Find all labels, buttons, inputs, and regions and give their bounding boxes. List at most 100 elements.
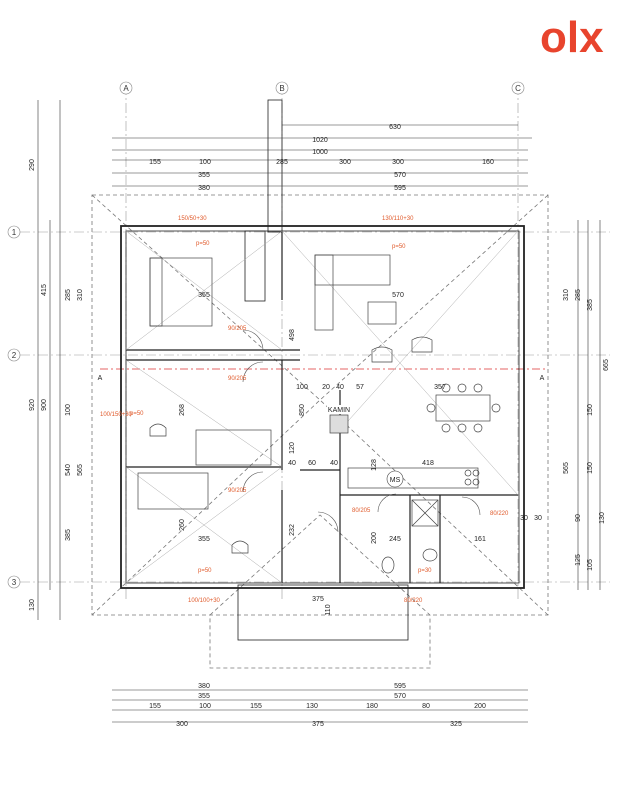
dim-label: 155 — [149, 159, 161, 166]
opening-label: 90/205 — [228, 326, 247, 332]
axis-label-side: 3 — [12, 578, 17, 587]
section-mark-left: A — [98, 375, 103, 382]
dim-label: 268 — [179, 404, 186, 416]
toilet — [381, 556, 395, 574]
dimension-lines — [37, 100, 601, 723]
dim-label: 100 — [296, 384, 308, 391]
dining-table — [435, 394, 491, 422]
dim-label: 130 — [29, 599, 36, 611]
opening-label: 150/50+30 — [178, 216, 207, 222]
opening-label: 80/220 — [404, 598, 423, 604]
dim-label: 125 — [575, 554, 582, 566]
dim-label: 570 — [394, 172, 406, 179]
parapet-label: p=50 — [196, 241, 210, 247]
dim-label: 920 — [29, 399, 36, 411]
dim-label: 30 — [520, 515, 528, 522]
section-marks: A A — [98, 375, 545, 382]
dim-label: 565 — [563, 462, 570, 474]
dim-label: 300 — [339, 159, 351, 166]
utility-label: MS — [390, 477, 401, 484]
dim-label: 630 — [389, 124, 401, 131]
dim-label: 357 — [434, 384, 446, 391]
dim-label: 150 — [587, 404, 594, 416]
opening-label: 90/205 — [228, 488, 247, 494]
dim-label: 105 — [587, 559, 594, 571]
dim-label: 300 — [176, 721, 188, 728]
dim-label: 380 — [198, 185, 210, 192]
olx-logo-text: olx — [540, 13, 604, 62]
dim-label: 498 — [289, 329, 296, 341]
dim-label: 232 — [289, 524, 296, 536]
opening-label: 130/110+30 — [382, 216, 414, 222]
dim-label: 155 — [250, 703, 262, 710]
opening-label: 90/205 — [228, 376, 247, 382]
dim-label: 180 — [366, 703, 378, 710]
chair — [231, 540, 249, 554]
room-guides — [125, 230, 519, 584]
armchair — [411, 336, 433, 353]
dim-label: 128 — [371, 459, 378, 471]
room-labels: KAMIN MS p=50 p=50 p=50 p=30 p=50 — [130, 241, 432, 574]
bottom-dimensions: 380 595 355 570 155 100 155 130 180 80 2… — [149, 683, 486, 728]
dim-label: 1000 — [312, 149, 328, 156]
opening-label: 80/205 — [352, 508, 371, 514]
axis-label-top: A — [123, 84, 129, 93]
parapet-label: p=50 — [198, 568, 212, 574]
dim-label: 150 — [587, 462, 594, 474]
exterior-walls — [120, 99, 525, 589]
dim-label: 900 — [41, 399, 48, 411]
opening-label: 80/220 — [490, 511, 509, 517]
interior-walls — [126, 230, 518, 641]
dim-label: 285 — [276, 159, 288, 166]
dim-label: 300 — [392, 159, 404, 166]
dim-label: 60 — [308, 460, 316, 467]
dim-label: 385 — [587, 299, 594, 311]
opening-label: 100/100+30 — [188, 598, 221, 604]
dim-label: 570 — [394, 693, 406, 700]
dim-label: 40 — [330, 460, 338, 467]
shower — [411, 499, 439, 527]
olx-logo: olx — [540, 13, 604, 62]
axis-label-top: C — [515, 84, 521, 93]
dim-label: 200 — [474, 703, 486, 710]
dim-label: 415 — [41, 284, 48, 296]
chair — [149, 423, 167, 437]
dim-label: 385 — [65, 529, 72, 541]
axis-label-top: B — [279, 84, 284, 93]
bathtub — [137, 472, 209, 510]
dim-label: 310 — [77, 289, 84, 301]
dim-label: 850 — [299, 404, 306, 416]
axis-labels: A B C 1 2 3 — [7, 81, 525, 589]
washbasin — [422, 548, 438, 562]
axis-label-side: 2 — [12, 351, 17, 360]
dim-label: 80 — [422, 703, 430, 710]
dim-label: 355 — [198, 536, 210, 543]
fireplace — [329, 414, 349, 434]
dim-label: 130 — [599, 512, 606, 524]
dim-label: 20 — [322, 384, 330, 391]
right-dimensions: 665 310 385 565 105 285 150 150 90 125 1… — [563, 289, 610, 571]
dim-label: 325 — [450, 721, 462, 728]
tv-unit — [367, 301, 397, 325]
dim-label: 355 — [198, 693, 210, 700]
dim-label: 160 — [482, 159, 494, 166]
parapet-label: p=50 — [130, 411, 144, 417]
dim-label: 290 — [29, 159, 36, 171]
parapet-label: p=50 — [392, 244, 406, 250]
interior-dimensions: 355 570 498 268 357 100 20 40 57 850 120… — [179, 292, 542, 616]
armchair — [371, 346, 393, 363]
dim-label: 380 — [198, 683, 210, 690]
dim-label: 375 — [312, 721, 324, 728]
dim-label: 161 — [474, 536, 486, 543]
dim-label: 310 — [563, 289, 570, 301]
dim-label: 375 — [312, 596, 324, 603]
dim-label: 540 — [65, 464, 72, 476]
parapet-label: p=30 — [418, 568, 432, 574]
dim-label: 100 — [199, 159, 211, 166]
dim-label: 595 — [394, 185, 406, 192]
dim-label: 40 — [336, 384, 344, 391]
axis-grid — [20, 85, 610, 600]
dim-label: 418 — [422, 460, 434, 467]
